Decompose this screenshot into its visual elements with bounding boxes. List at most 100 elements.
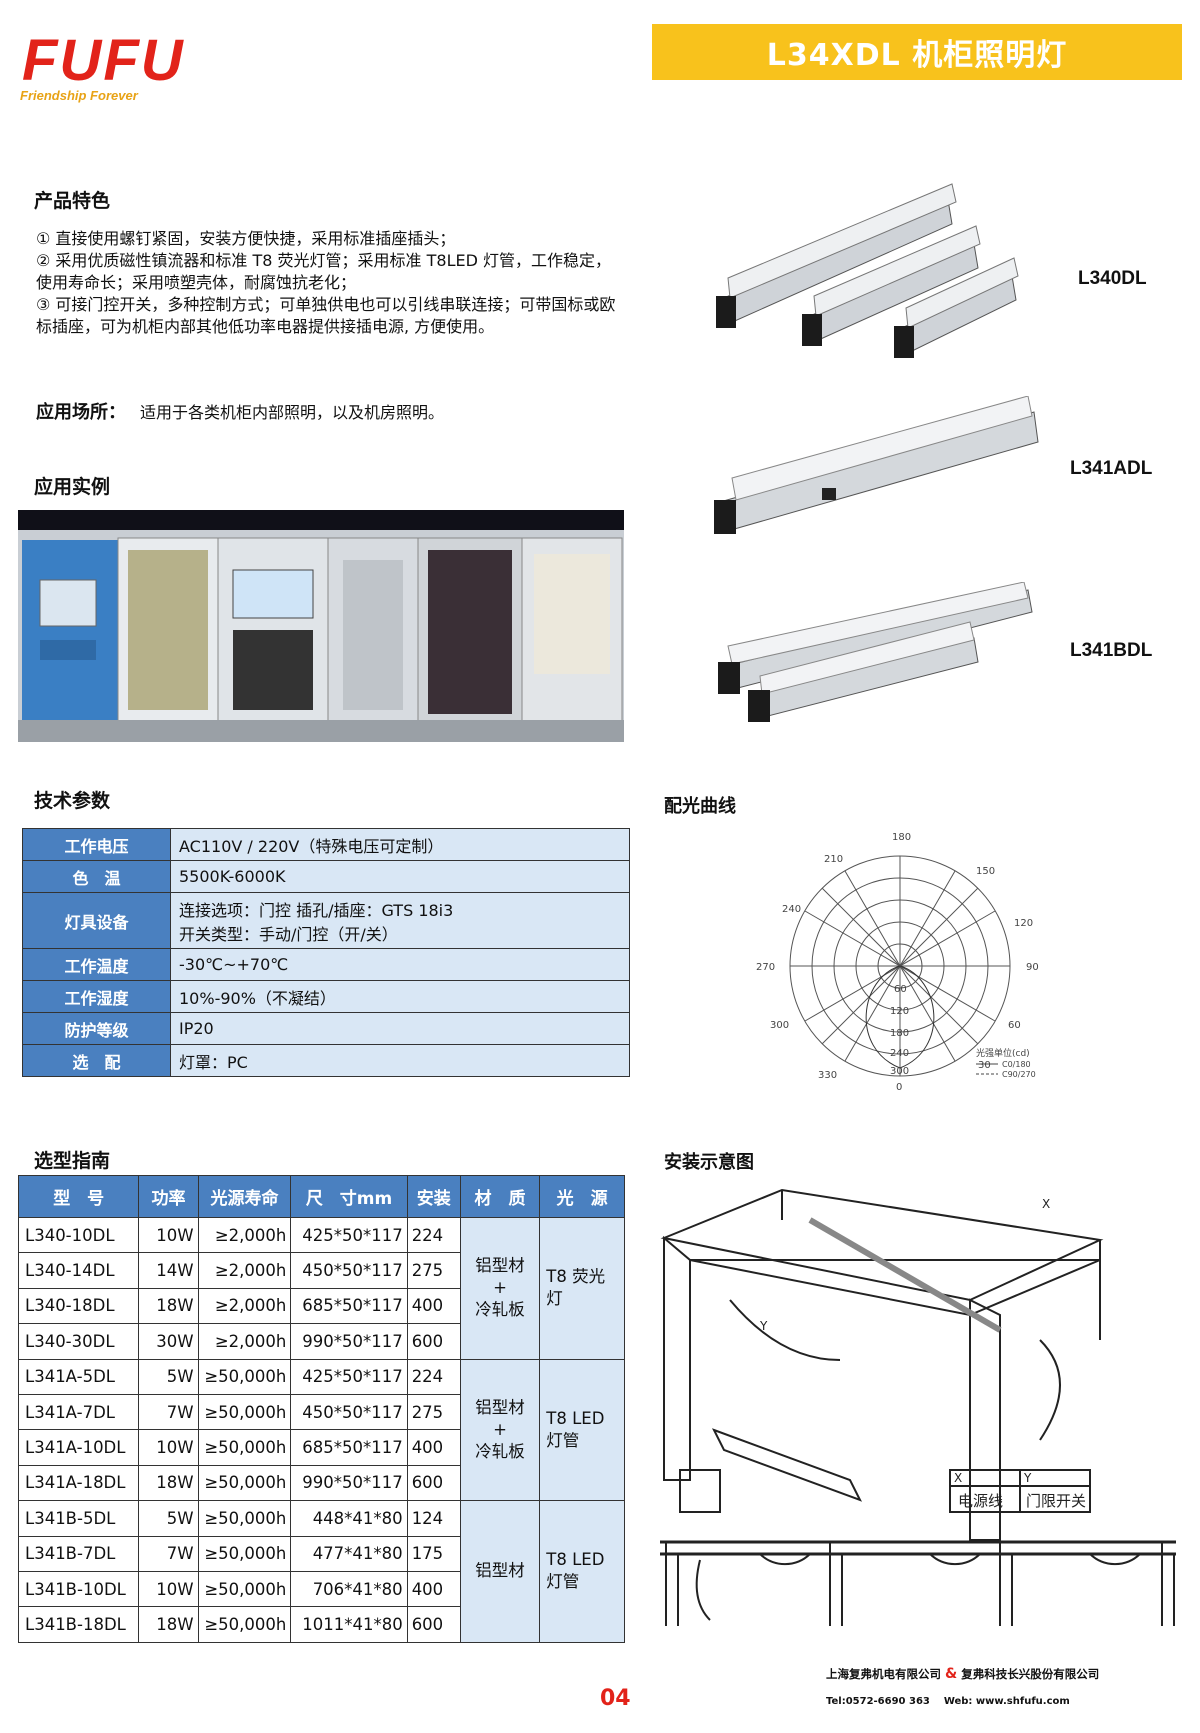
column-header: 光 源: [539, 1175, 625, 1218]
cell-life: ≥50,000h: [197, 1535, 292, 1572]
cell-life: ≥50,000h: [197, 1606, 292, 1643]
angle-label: 150: [976, 866, 995, 877]
radial-label: 180: [890, 1028, 909, 1039]
legend-y-key: Y: [1023, 1471, 1032, 1485]
product-image-l340dl: [716, 178, 1036, 368]
spec-value-line: 开关类型：手动/门控（开/关）: [179, 924, 398, 944]
cell-install: 224: [406, 1216, 461, 1254]
source-line: T8 LED: [546, 1550, 605, 1570]
cell-model: L341A-18DL: [17, 1464, 140, 1502]
cell-life: ≥50,000h: [197, 1358, 292, 1395]
selection-table: 型 号 功率 光源寿命 尺 寸mm 安装 材 质 光 源 L340-10DL 1…: [17, 1175, 625, 1643]
footer-companies: 上海复弗机电有限公司 & 复弗科技长兴股份有限公司: [826, 1666, 1186, 1682]
column-header: 光源寿命: [197, 1175, 292, 1218]
cell-power: 5W: [138, 1358, 199, 1395]
feature-item: ③ 可接门控开关，多种控制方式；可单独供电也可以引线串联连接；可带国标或欧标插座…: [36, 295, 616, 336]
spec-value: -30℃~+70℃: [170, 948, 630, 981]
table-row: 工作温度-30℃~+70℃: [22, 948, 630, 981]
table-row: L341B-10DL 10W ≥50,000h 706*41*80 400: [17, 1570, 625, 1608]
column-header: 型 号: [17, 1175, 140, 1218]
cell-power: 7W: [138, 1393, 199, 1431]
cell-life: ≥50,000h: [197, 1429, 292, 1466]
selection-heading: 选型指南: [34, 1150, 111, 1172]
company-ampersand: &: [945, 1666, 958, 1682]
angle-label: 240: [782, 904, 801, 915]
footer-contact: Tel:0572-6690 363 Web: www.shfufu.com: [826, 1696, 1186, 1707]
table-header-row: 型 号 功率 光源寿命 尺 寸mm 安装 材 质 光 源: [17, 1175, 625, 1218]
features-list: ① 直接使用螺钉紧固，安装方便快捷，采用标准插座插头； ② 采用优质磁性镇流器和…: [36, 228, 616, 338]
spec-key: 工作温度: [22, 948, 171, 981]
cell-install: 275: [406, 1252, 461, 1289]
cell-life: ≥50,000h: [197, 1570, 292, 1608]
specs-heading: 技术参数: [34, 790, 111, 812]
angle-label: 300: [770, 1020, 789, 1031]
usage-text: 适用于各类机柜内部照明，以及机房照明。: [140, 403, 445, 422]
cell-power: 14W: [138, 1252, 199, 1289]
angle-label: 270: [756, 962, 775, 973]
material-line: 铝型材: [475, 1561, 525, 1581]
features-heading: 产品特色: [34, 190, 111, 212]
cell-life: ≥2,000h: [197, 1323, 292, 1360]
cell-life: ≥2,000h: [197, 1252, 292, 1289]
radial-label: 120: [890, 1006, 909, 1017]
column-header: 安装: [406, 1175, 461, 1218]
cell-install: 400: [406, 1570, 461, 1608]
cell-power: 30W: [138, 1323, 199, 1360]
cell-size: 1011*41*80: [290, 1606, 408, 1643]
column-header: 功率: [138, 1175, 199, 1218]
cell-life: ≥50,000h: [197, 1393, 292, 1431]
table-row: L341A-7DL 7W ≥50,000h 450*50*117 275: [17, 1393, 625, 1431]
cell-install: 600: [406, 1323, 461, 1360]
source-line: 灯管: [546, 1572, 580, 1592]
table-row: L341A-5DL 5W ≥50,000h 425*50*117 224 铝型材…: [17, 1358, 625, 1502]
material-line: +: [493, 1278, 507, 1298]
brand-logo: FUFU Friendship Forever: [18, 30, 198, 110]
column-header: 尺 寸mm: [290, 1175, 408, 1218]
radial-label: 240: [890, 1048, 909, 1059]
spec-value: 5500K-6000K: [170, 860, 630, 893]
source-line: 灯: [546, 1289, 563, 1309]
cell-size: 990*50*117: [290, 1323, 408, 1360]
legend-x-key: X: [954, 1471, 962, 1485]
product-label-l340dl: L340DL: [1078, 268, 1147, 289]
source-line: T8 荧光: [546, 1267, 606, 1287]
angle-label: 330: [818, 1070, 837, 1081]
spec-value-line: 连接选项：门控 插孔/插座：GTS 18i3: [179, 900, 454, 920]
spec-key: 工作电压: [22, 828, 171, 861]
spec-key: 工作湿度: [22, 980, 171, 1013]
cell-install: 400: [406, 1287, 461, 1325]
table-row: L340-30DL 30W ≥2,000h 990*50*117 600: [17, 1323, 625, 1360]
cell-size: 425*50*117: [290, 1216, 408, 1254]
spec-value: 连接选项：门控 插孔/插座：GTS 18i3 开关类型：手动/门控（开/关）: [170, 892, 630, 949]
spec-key: 防护等级: [22, 1012, 171, 1045]
install-x-label: X: [1042, 1197, 1050, 1211]
cell-power: 10W: [138, 1429, 199, 1466]
cell-life: ≥50,000h: [197, 1464, 292, 1502]
table-row: L341B-5DL 5W ≥50,000h 448*41*80 124 铝型材 …: [17, 1500, 625, 1643]
cell-power: 18W: [138, 1606, 199, 1643]
product-image-l341adl: [712, 395, 1052, 546]
cell-model: L341B-5DL: [17, 1500, 140, 1537]
legend-x-desc: 电源线: [958, 1492, 1003, 1510]
cell-power: 18W: [138, 1464, 199, 1502]
cabinet-example-photo: [18, 510, 624, 742]
legend-y-desc: 门限开关: [1026, 1492, 1086, 1510]
product-label-l341bdl: L341BDL: [1070, 640, 1153, 661]
cell-power: 10W: [138, 1570, 199, 1608]
product-label-l341adl: L341ADL: [1070, 458, 1153, 479]
cell-install: 224: [406, 1358, 461, 1395]
cell-model: L341B-7DL: [17, 1535, 140, 1572]
angle-label: 210: [824, 854, 843, 865]
cell-model: L341A-5DL: [17, 1358, 140, 1395]
column-header: 材 质: [459, 1175, 541, 1218]
usage-label: 应用场所：: [36, 402, 126, 423]
radial-label: 300: [890, 1066, 909, 1077]
cell-size: 685*50*117: [290, 1287, 408, 1325]
cell-size: 477*41*80: [290, 1535, 408, 1572]
cell-model: L341B-18DL: [17, 1606, 140, 1643]
